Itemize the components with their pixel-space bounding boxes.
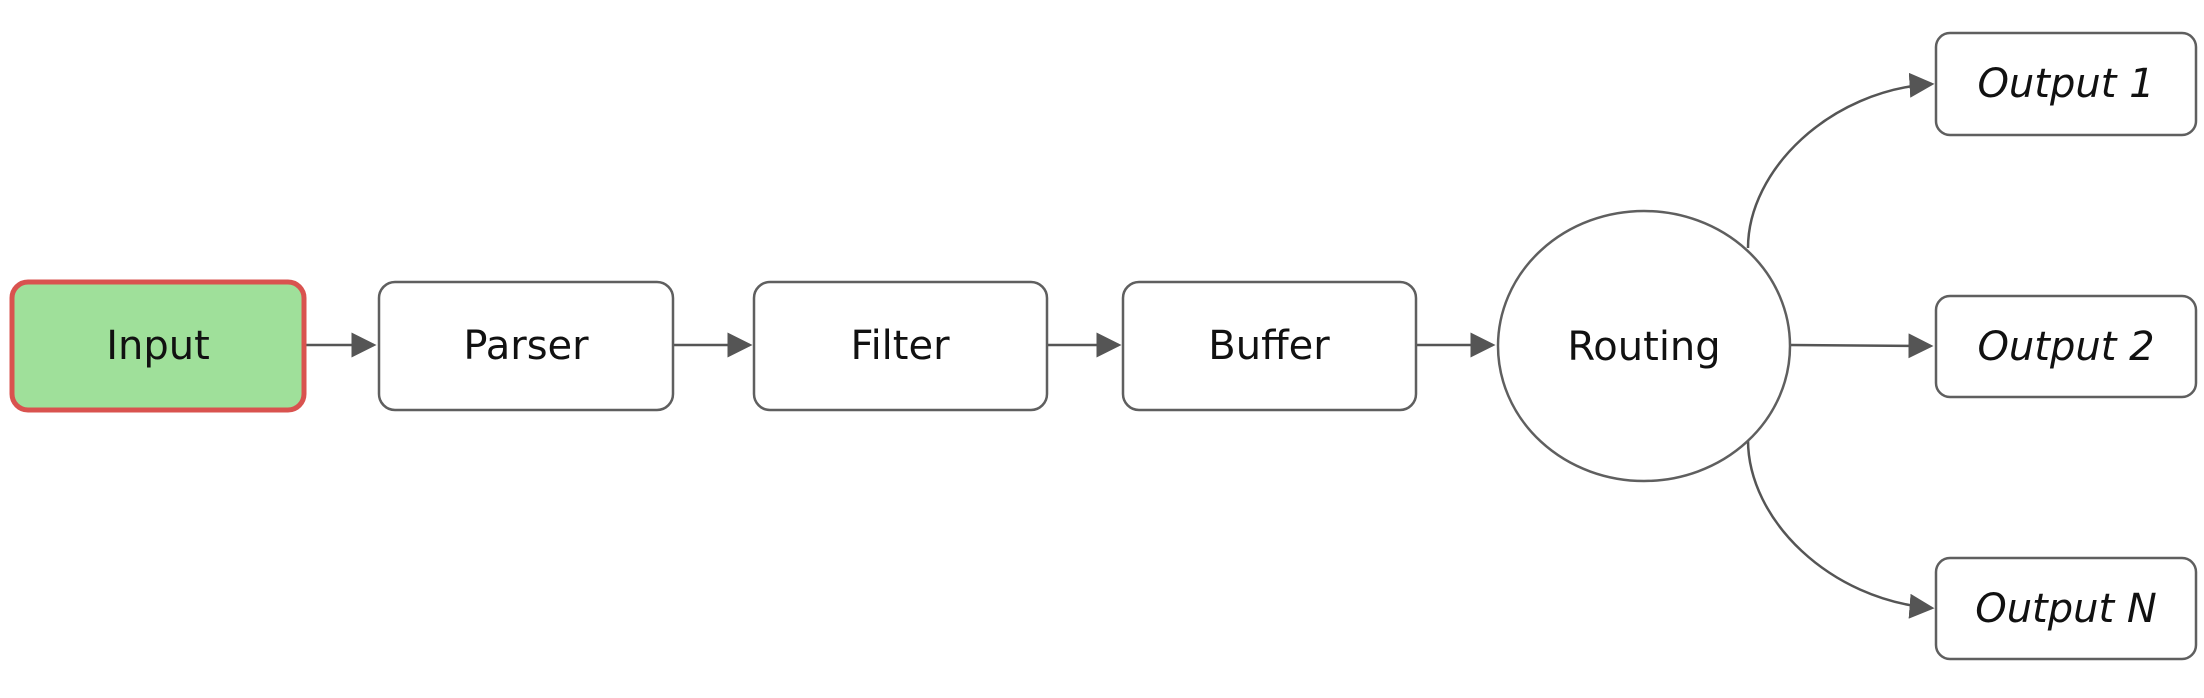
edge-routing-output1 (1746, 72, 1935, 249)
node-output-2[interactable]: Output 2 (1934, 294, 2198, 399)
node-input-label: Input (106, 323, 210, 369)
node-routing[interactable]: Routing (1496, 209, 1792, 483)
node-parser-box (377, 280, 675, 412)
node-input-box (9, 279, 307, 413)
node-filter[interactable]: Filter (752, 280, 1049, 412)
node-buffer-label: Buffer (1208, 323, 1330, 369)
node-output-2-label: Output 2 (1977, 324, 2154, 370)
node-output-n-label: Output N (1975, 586, 2157, 632)
node-buffer[interactable]: Buffer (1121, 280, 1418, 412)
node-routing-ellipse (1496, 209, 1792, 483)
node-buffer-box (1121, 280, 1418, 412)
node-input[interactable]: Input (9, 279, 307, 413)
node-parser-label: Parser (463, 323, 589, 369)
node-output-1-box (1934, 31, 2198, 137)
node-output-n-box (1934, 556, 2198, 661)
node-routing-label: Routing (1567, 324, 1720, 370)
node-parser[interactable]: Parser (377, 280, 675, 412)
node-filter-box (752, 280, 1049, 412)
edge-routing-output2 (1789, 333, 1934, 359)
node-output-2-box (1934, 294, 2198, 399)
edge-routing-outputN (1746, 439, 1935, 619)
node-output-n[interactable]: Output N (1934, 556, 2198, 661)
node-filter-label: Filter (850, 323, 950, 369)
node-output-1[interactable]: Output 1 (1934, 31, 2198, 137)
node-output-1-label: Output 1 (1977, 61, 2154, 107)
